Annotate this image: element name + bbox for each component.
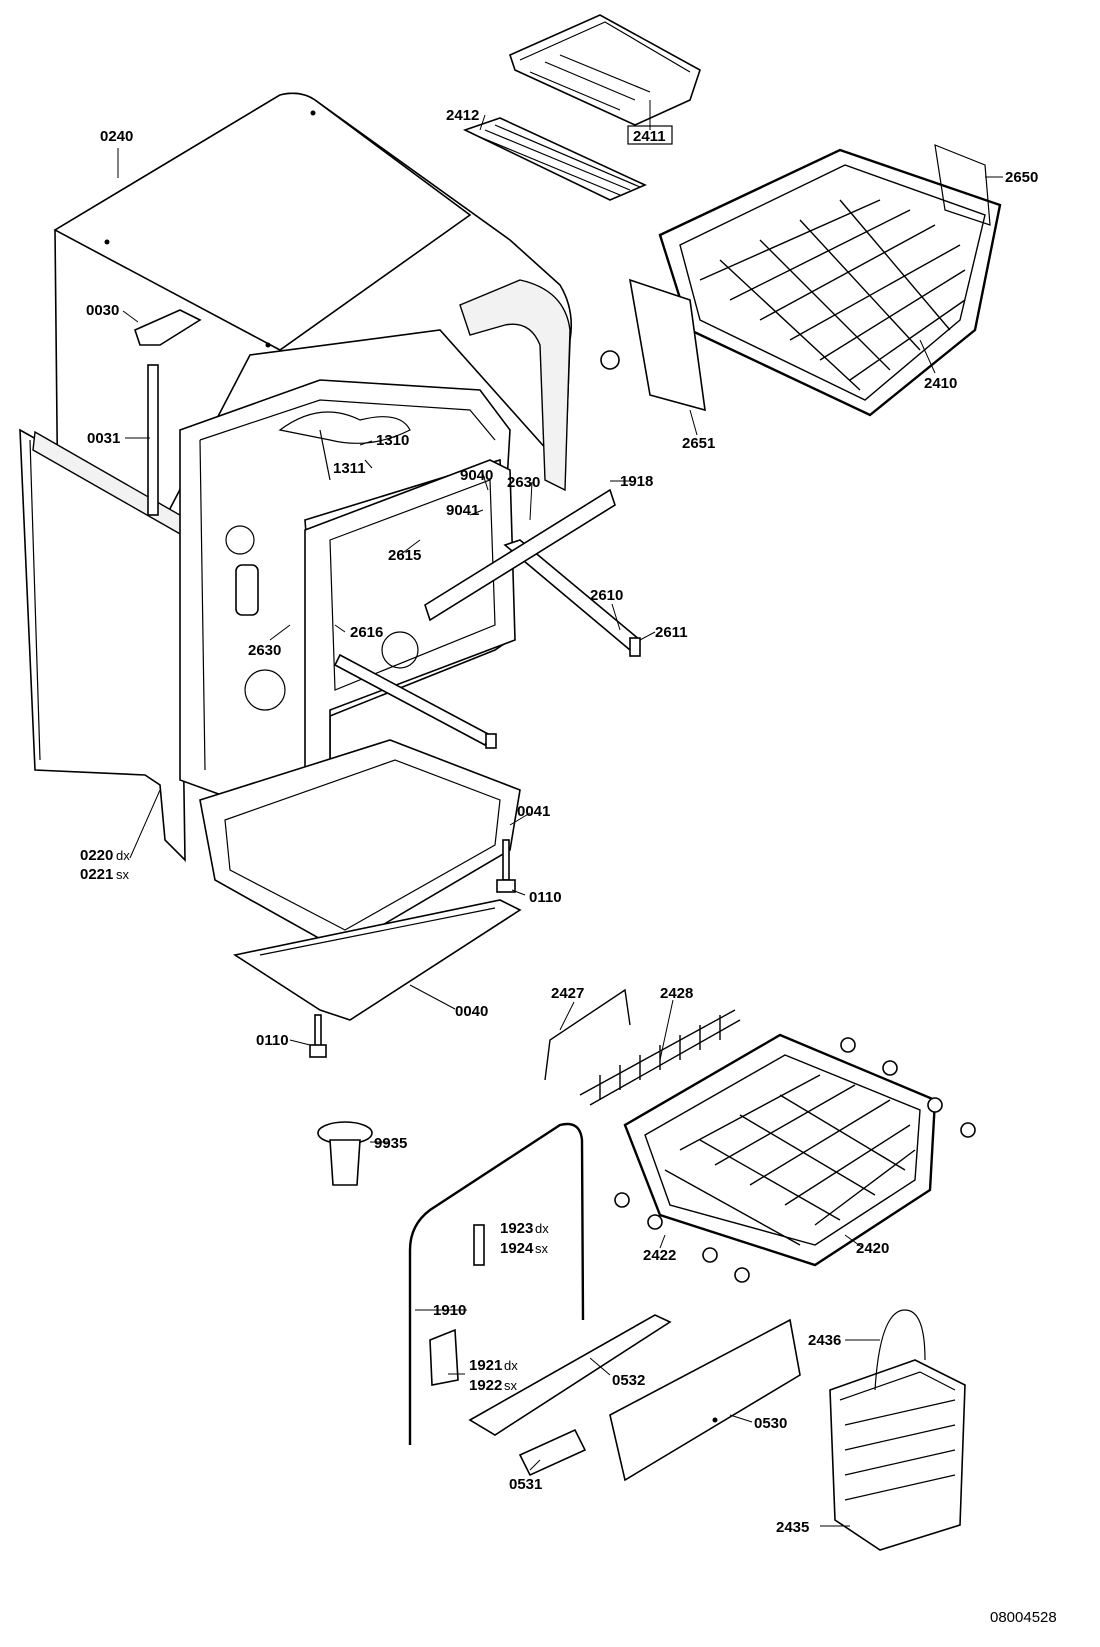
rail-2610 xyxy=(333,488,642,749)
label-0531: 0531 xyxy=(509,1476,542,1493)
label-2420: 2420 xyxy=(856,1240,889,1257)
foot-screws xyxy=(309,839,516,1058)
label-1310: 1310 xyxy=(376,432,409,449)
drawing-number: 08004528 xyxy=(990,1609,1057,1626)
label-1910: 1910 xyxy=(433,1302,466,1319)
label-2630-left: 2630 xyxy=(248,642,281,659)
label-1921: 1921 xyxy=(469,1357,502,1374)
label-1922: 1922 xyxy=(469,1377,502,1394)
label-2435: 2435 xyxy=(776,1519,809,1536)
label-2610: 2610 xyxy=(590,587,623,604)
kick-panels xyxy=(468,1314,801,1482)
label-0530: 0530 xyxy=(754,1415,787,1432)
label-0040: 0040 xyxy=(455,1003,488,1020)
label-0041: 0041 xyxy=(517,803,550,820)
label-2651: 2651 xyxy=(682,435,715,452)
side-panel-left xyxy=(19,428,186,862)
rack-insert-2412 xyxy=(462,117,647,201)
top-cover-panel xyxy=(53,92,573,721)
label-1922-suffix: sx xyxy=(504,1378,518,1393)
label-1923-suffix: dx xyxy=(535,1221,549,1236)
label-2412: 2412 xyxy=(446,107,479,124)
label-2411: 2411 xyxy=(633,128,666,145)
basket-wheels-2422 xyxy=(614,1037,976,1283)
label-0220: 0220 xyxy=(80,847,113,864)
label-2650: 2650 xyxy=(1005,169,1038,186)
label-2616: 2616 xyxy=(350,624,383,641)
label-2630-right: 2630 xyxy=(507,474,540,491)
label-1924: 1924 xyxy=(500,1240,534,1257)
tub-frame xyxy=(179,379,522,1021)
label-0030: 0030 xyxy=(86,302,119,319)
label-2410: 2410 xyxy=(924,375,957,392)
label-9040: 9040 xyxy=(460,467,493,484)
label-2615: 2615 xyxy=(388,547,421,564)
label-0110-left: 0110 xyxy=(256,1032,289,1049)
basket-rails-2427-2428 xyxy=(544,988,741,1106)
label-0221: 0221 xyxy=(80,866,113,883)
label-1918: 1918 xyxy=(620,473,653,490)
label-1311: 1311 xyxy=(333,460,366,477)
label-9935: 9935 xyxy=(374,1135,407,1152)
cutlery-tray-2411 xyxy=(509,14,701,126)
basket-adjuster-2651 xyxy=(600,278,706,412)
label-1921-suffix: dx xyxy=(504,1358,518,1373)
label-1923: 1923 xyxy=(500,1220,533,1237)
door-seal-1910 xyxy=(408,1122,585,1445)
salt-funnel-9935 xyxy=(317,1121,373,1186)
label-0031: 0031 xyxy=(87,430,120,447)
label-0220-suffix: dx xyxy=(116,848,130,863)
label-0110-right: 0110 xyxy=(529,889,562,906)
label-0221-suffix: sx xyxy=(116,867,130,882)
part-labels: 0240 0030 0031 0220 dx 0221 sx 2411 2412… xyxy=(80,107,1038,1536)
label-2422: 2422 xyxy=(643,1247,676,1264)
bracket-0030 xyxy=(134,309,202,516)
label-9041: 9041 xyxy=(446,502,479,519)
leader-lines xyxy=(117,100,1003,1527)
cutlery-basket xyxy=(829,1309,966,1551)
label-2427: 2427 xyxy=(551,985,584,1002)
label-2436: 2436 xyxy=(808,1332,841,1349)
lower-basket-2420 xyxy=(623,1033,937,1267)
label-2611: 2611 xyxy=(655,624,688,641)
label-0240: 0240 xyxy=(100,128,133,145)
label-0532: 0532 xyxy=(612,1372,645,1389)
label-2428: 2428 xyxy=(660,985,693,1002)
label-1924-suffix: sx xyxy=(535,1241,549,1256)
